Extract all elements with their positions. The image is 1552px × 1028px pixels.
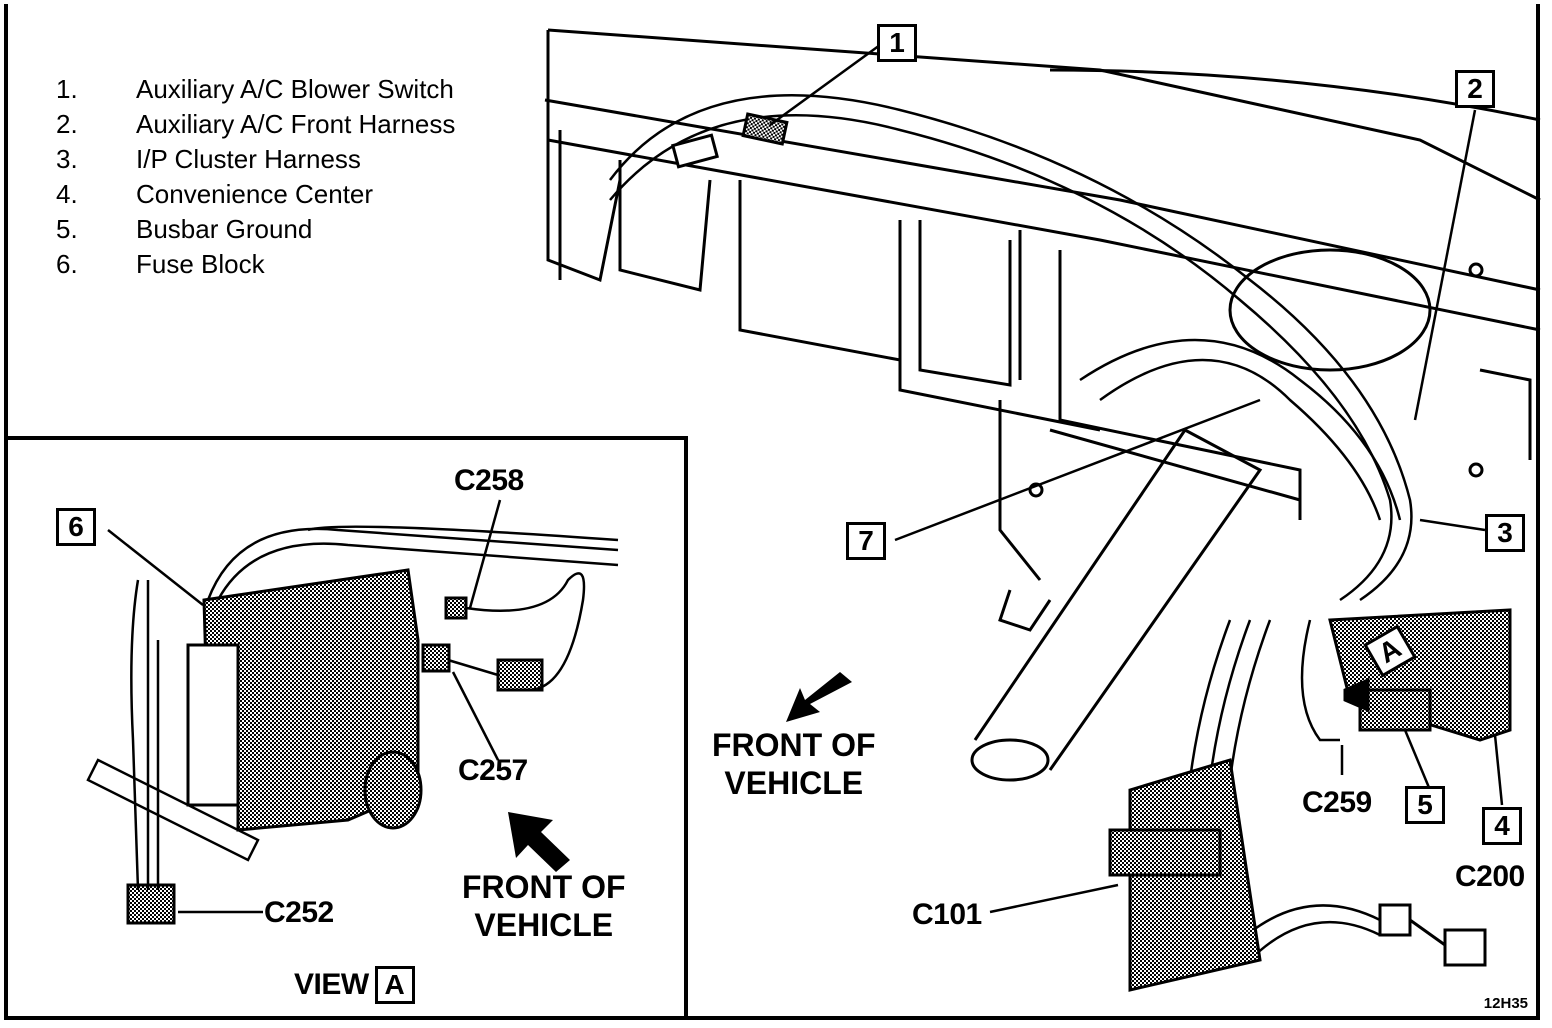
inset-illustration xyxy=(86,499,619,925)
legend-num: 3. xyxy=(56,144,78,174)
legend-item: 4. Convenience Center xyxy=(56,177,455,212)
steering-column xyxy=(970,428,1263,782)
view-title: VIEW A xyxy=(294,966,415,1004)
leader-lines xyxy=(769,43,1504,914)
legend-num: 2. xyxy=(56,109,78,139)
callout-2: 2 xyxy=(1455,70,1495,108)
front-of-vehicle-inset: FRONT OF VEHICLE xyxy=(462,868,626,944)
legend-label: Convenience Center xyxy=(136,179,374,209)
legend-num: 4. xyxy=(56,179,78,209)
figure-id: 12H35 xyxy=(1483,995,1528,1012)
fuse-block-shape xyxy=(126,568,544,925)
inset-wiring xyxy=(86,525,619,891)
legend: 1. Auxiliary A/C Blower Switch 2. Auxiliar… xyxy=(56,72,455,282)
legend-item: 1. Auxiliary A/C Blower Switch xyxy=(56,72,455,107)
legend-label: Auxiliary A/C Front Harness xyxy=(136,109,456,139)
callout-5: 5 xyxy=(1405,786,1445,824)
callout-7: 7 xyxy=(846,522,886,560)
callout-1: 1 xyxy=(877,24,917,62)
callout-6: 6 xyxy=(56,508,96,546)
legend-label: Fuse Block xyxy=(136,249,265,279)
connector-label-c200: C200 xyxy=(1455,860,1525,893)
legend-item: 5. Busbar Ground xyxy=(56,212,455,247)
legend-label: Busbar Ground xyxy=(136,214,313,244)
connector-label-c252: C252 xyxy=(264,896,334,929)
view-title-marker: A xyxy=(374,966,415,1004)
callout-4: 4 xyxy=(1482,807,1522,845)
front-of-vehicle-line1: FRONT OF xyxy=(712,727,876,763)
dashboard-structure xyxy=(544,28,1541,632)
inset-view-a: 6 C258 C257 C252 FRONT OF VEHICLE VIEW A xyxy=(4,436,688,1020)
callout-3: 3 xyxy=(1485,514,1525,552)
legend-item: 3. I/P Cluster Harness xyxy=(56,142,455,177)
legend-num: 1. xyxy=(56,74,78,104)
connector-label-c257: C257 xyxy=(458,754,528,787)
view-title-text: VIEW xyxy=(294,968,369,1001)
legend-label: Auxiliary A/C Blower Switch xyxy=(136,74,454,104)
inset-leader-lines xyxy=(107,499,502,914)
legend-item: 6. Fuse Block xyxy=(56,247,455,282)
front-arrow-inset xyxy=(508,812,570,872)
legend-item: 2. Auxiliary A/C Front Harness xyxy=(56,107,455,142)
legend-num: 6. xyxy=(56,249,78,279)
connector-label-c101: C101 xyxy=(912,898,982,931)
front-arrow-main xyxy=(786,672,852,722)
connector-label-c258: C258 xyxy=(454,464,524,497)
connector-label-c259: C259 xyxy=(1302,786,1372,819)
front-of-vehicle-line2: VEHICLE xyxy=(474,907,614,943)
front-of-vehicle-line1: FRONT OF xyxy=(462,869,626,905)
front-of-vehicle-line2: VEHICLE xyxy=(724,765,864,801)
legend-num: 5. xyxy=(56,214,78,244)
connector-shapes xyxy=(670,112,1512,992)
front-of-vehicle-main: FRONT OF VEHICLE xyxy=(712,726,876,802)
legend-label: I/P Cluster Harness xyxy=(136,144,361,174)
